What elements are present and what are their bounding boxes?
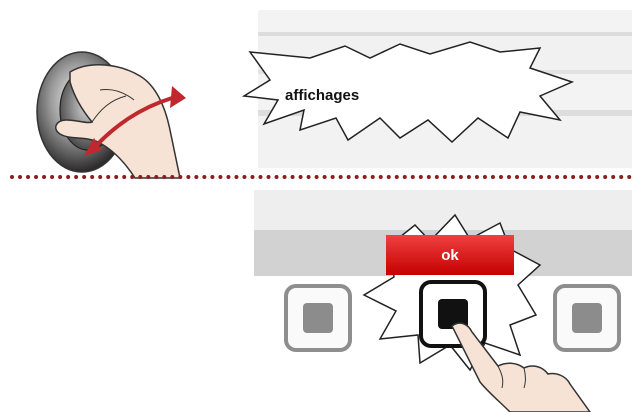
menu-label-affichages: affichages xyxy=(285,87,359,104)
pointing-finger-icon xyxy=(440,318,600,412)
ok-label: ok xyxy=(441,247,459,264)
square-icon xyxy=(303,303,333,333)
ok-softkey-bar[interactable]: ok xyxy=(386,235,514,275)
left-button[interactable] xyxy=(284,284,352,352)
rotate-arrow-icon xyxy=(80,80,190,160)
section-divider xyxy=(10,175,632,179)
